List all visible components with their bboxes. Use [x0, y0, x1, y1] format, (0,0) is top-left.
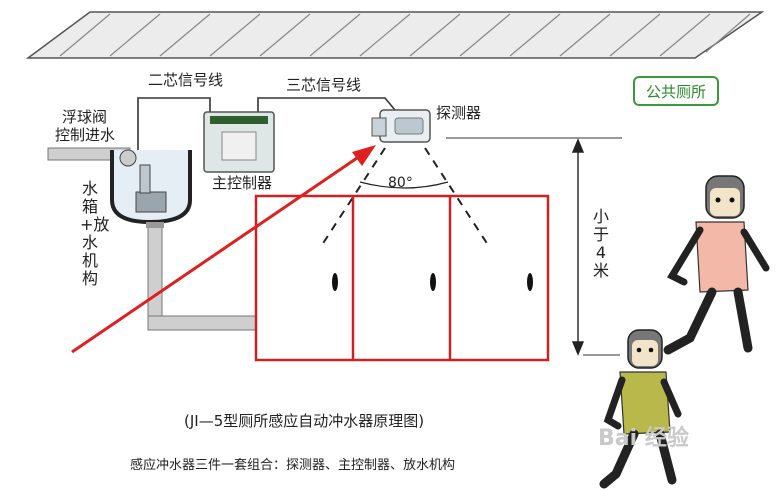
watermark: Bai 经验	[598, 426, 689, 451]
toilet-stalls	[254, 194, 550, 362]
public-toilet-tag: 公共厕所	[633, 76, 719, 106]
sensing-angle	[319, 147, 491, 249]
person-walking-b	[599, 329, 682, 489]
water-tank-icon	[110, 149, 192, 228]
control-box-icon	[203, 111, 275, 173]
ceiling-slab	[25, 11, 765, 59]
label-detector: 探测器	[436, 104, 482, 122]
diagram-subtitle: 感应冲水器三件一套组合：探测器、主控制器、放水机构	[130, 458, 456, 473]
distance-marker	[571, 138, 585, 356]
label-three-core-wire: 三芯信号线	[286, 76, 362, 94]
label-main-controller: 主控制器	[212, 174, 273, 192]
signal-wires	[137, 97, 622, 356]
pointer-arrow	[71, 145, 376, 354]
diagram-title: (JI—5型厕所感应自动冲水器原理图)	[184, 412, 425, 430]
label-angle: 80°	[388, 175, 413, 191]
person-walking-a	[663, 175, 770, 355]
label-float-valve-2: 控制进水	[55, 126, 116, 144]
label-tank-mechanism: 水箱+放水机构	[80, 179, 110, 288]
label-two-core-wire: 二芯信号线	[148, 71, 224, 89]
label-distance: 小于4米	[592, 207, 609, 280]
motion-sensor-icon	[371, 109, 431, 143]
label-float-valve-1: 浮球阀	[62, 108, 108, 126]
stall-door-handles	[332, 273, 533, 291]
